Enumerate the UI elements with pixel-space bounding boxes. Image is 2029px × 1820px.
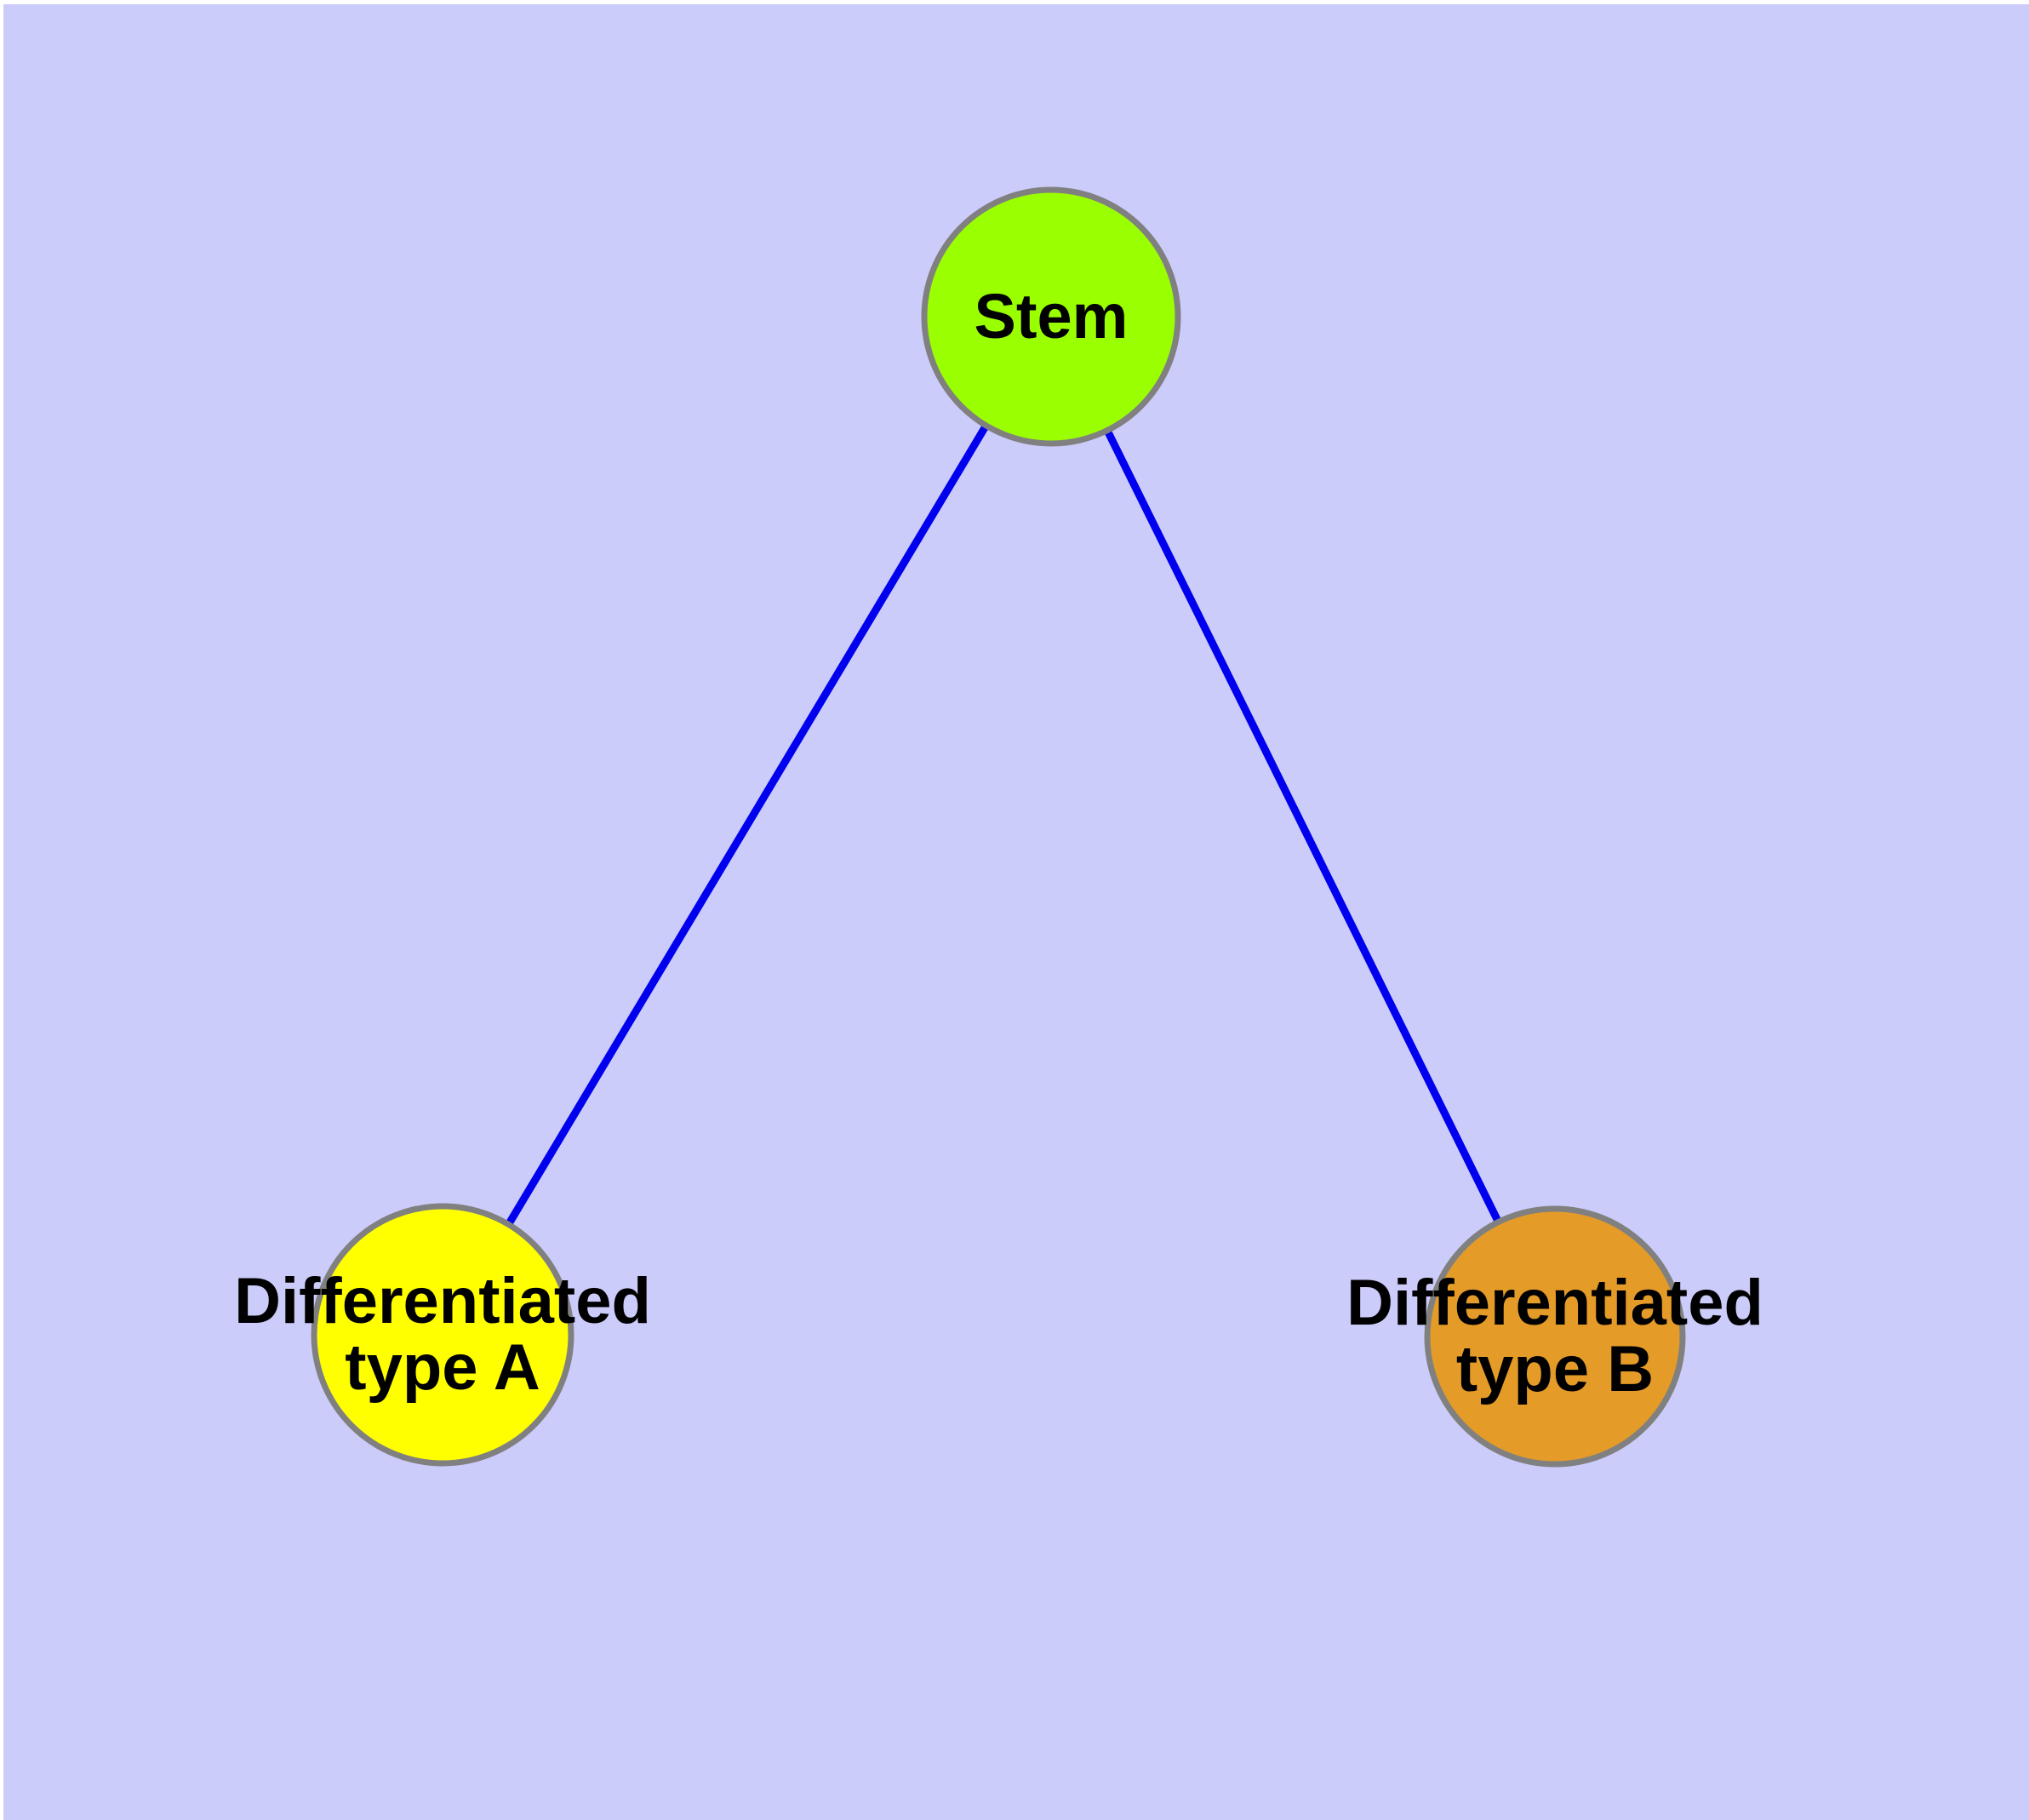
- edges-group: [503, 421, 1504, 1230]
- node-circle-diff-a[interactable]: [311, 1203, 574, 1467]
- node-circle-stem[interactable]: [921, 186, 1181, 447]
- node-circle-diff-b[interactable]: [1424, 1205, 1686, 1468]
- edge-stem-to-diff_b[interactable]: [1102, 426, 1504, 1228]
- nodes-group: [311, 186, 1686, 1468]
- edge-stem-to-diff_a[interactable]: [503, 421, 992, 1230]
